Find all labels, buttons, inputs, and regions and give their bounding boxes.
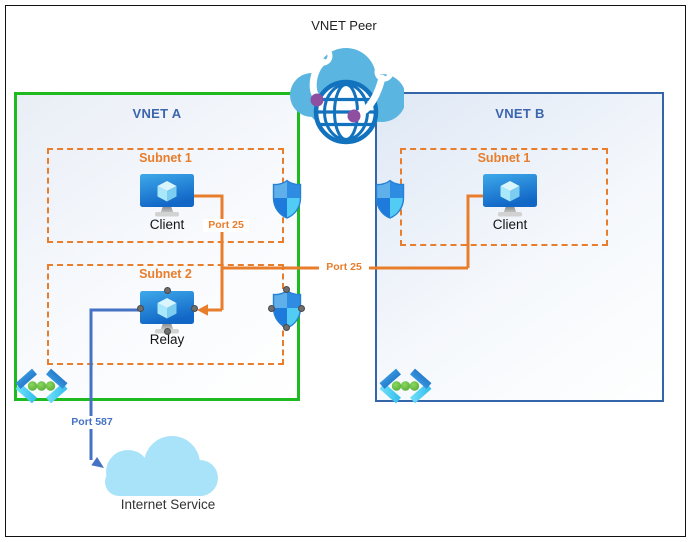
- client-a-vm-icon[interactable]: [139, 173, 195, 219]
- relay-label: Relay: [149, 332, 185, 347]
- internet-service-label: Internet Service: [120, 497, 216, 512]
- selection-handle[interactable]: [136, 304, 144, 312]
- port-587-label: Port 587: [66, 416, 118, 429]
- selection-handle[interactable]: [190, 304, 198, 312]
- client-b-vm-icon[interactable]: [482, 173, 538, 219]
- vnet-b-label: VNET B: [495, 106, 545, 121]
- selection-handle[interactable]: [163, 327, 171, 335]
- port-25-label-cross: Port 25: [319, 261, 369, 274]
- vnet-a-label: VNET A: [132, 106, 182, 121]
- nsg-shield-icon-b[interactable]: [375, 179, 405, 219]
- nsg-shield-icon-a1[interactable]: [272, 179, 302, 219]
- relay-vm-icon[interactable]: [139, 290, 195, 336]
- vnet-peer-title: VNET Peer: [311, 18, 377, 33]
- selection-handle[interactable]: [282, 323, 290, 331]
- selection-handle[interactable]: [267, 304, 275, 312]
- vnet-a-subnet-1-label: Subnet 1: [139, 151, 192, 165]
- internet-cloud-icon[interactable]: [103, 432, 233, 498]
- vnet-b-subnet-1-label: Subnet 1: [477, 151, 531, 165]
- vnet-a-subnet-2-label: Subnet 2: [139, 267, 192, 281]
- vnet-b-box[interactable]: [375, 92, 664, 402]
- virtual-network-icon-a[interactable]: [13, 367, 70, 405]
- virtual-network-icon-b[interactable]: [377, 367, 434, 405]
- client-a-label: Client: [149, 217, 185, 232]
- port-25-label-a: Port 25: [203, 219, 249, 232]
- selection-handle[interactable]: [163, 286, 171, 294]
- vnet-a-box[interactable]: [14, 92, 300, 401]
- outer-frame: [5, 5, 686, 537]
- vnet-peering-icon[interactable]: [284, 44, 404, 148]
- selection-handle[interactable]: [282, 285, 290, 293]
- selection-handle[interactable]: [297, 304, 305, 312]
- client-b-label: Client: [492, 217, 528, 232]
